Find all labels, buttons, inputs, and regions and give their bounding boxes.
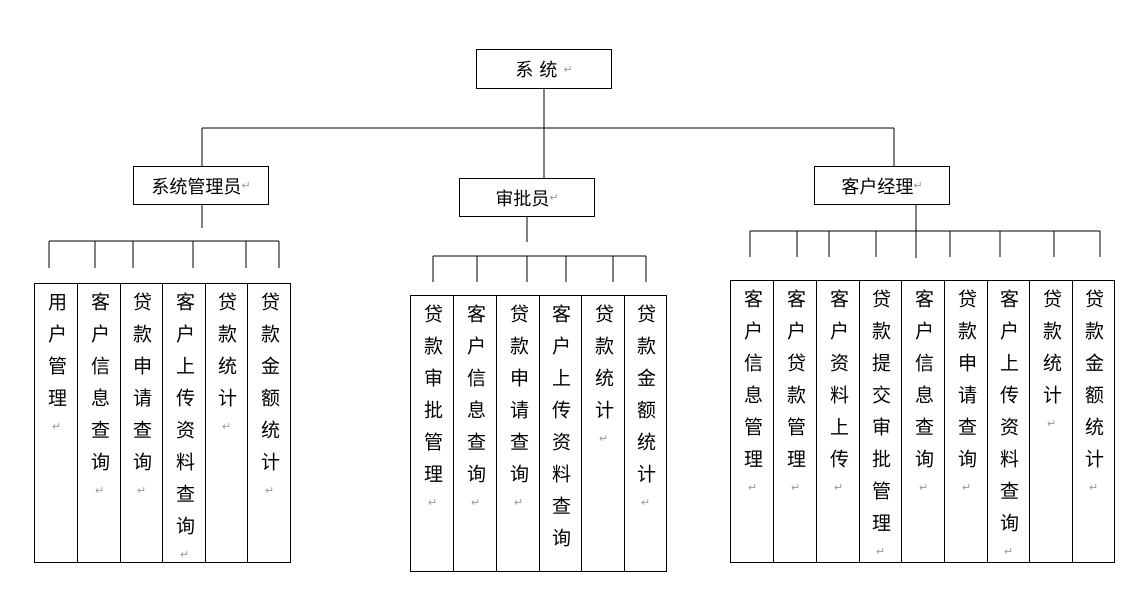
leaf-label: 客户信息查询 [912, 289, 934, 481]
paragraph-mark: ↵ [50, 420, 63, 433]
leaf-label: 贷款金额统计 [1082, 289, 1104, 481]
branch-2-node-label: 审批员 [495, 188, 550, 210]
paragraph-mark: ↵ [426, 496, 439, 509]
leaf-node: 贷款统计↵ [1029, 280, 1073, 563]
paragraph-mark: ↵ [917, 481, 930, 494]
branch-1-node-label: 系统管理员 [151, 176, 242, 198]
leaf-node: 客户资料上传↵ [816, 280, 860, 563]
leaf-label: 客户贷款管理 [784, 289, 806, 481]
paragraph-mark: ↵ [263, 484, 276, 497]
leaf-node: 贷款金额统计↵ [624, 295, 667, 572]
paragraph-mark: ↵ [469, 496, 482, 509]
leaf-label: 用户管理 [45, 292, 67, 420]
leaf-node: 贷款提交审批管理↵ [859, 280, 902, 563]
leaf-label: 贷款金额统计 [258, 292, 280, 484]
leaf-label: 客户上传资料查询 [997, 289, 1019, 545]
leaf-label: 贷款金额统计 [634, 304, 656, 496]
root-node-label: 系统 [515, 60, 564, 81]
leaf-label: 贷款申请查询 [507, 304, 529, 496]
leaf-label: 贷款审批管理 [421, 304, 443, 496]
leaf-label: 客户上传资料查询 [173, 292, 195, 548]
branch-2-node: 审批员↵ [459, 178, 595, 217]
paragraph-mark: ↵ [746, 481, 759, 494]
leaf-node: 贷款审批管理↵ [410, 295, 454, 572]
paragraph-mark: ↵ [241, 179, 251, 192]
leaf-label: 客户信息查询 [464, 304, 486, 496]
leaf-label: 贷款提交审批管理 [869, 289, 891, 545]
leaf-node: 客户信息查询↵ [901, 280, 945, 563]
paragraph-mark: ↵ [220, 420, 233, 433]
leaf-node: 贷款统计↵ [205, 283, 248, 563]
paragraph-mark: ↵ [1045, 417, 1058, 430]
leaf-node: 贷款申请查询↵ [944, 280, 988, 563]
leaf-label: 客户资料上传 [827, 289, 849, 481]
paragraph-mark: ↵ [832, 481, 845, 494]
paragraph-mark: ↵ [512, 304, 525, 317]
paragraph-mark: ↵ [93, 484, 106, 497]
leaf-label: 贷款申请查询 [955, 289, 977, 481]
leaf-node: 用户管理↵ [34, 283, 78, 563]
paragraph-mark: ↵ [597, 432, 610, 445]
leaf-label: 贷款申请查询 [130, 292, 152, 484]
leaf-node: 客户上传资料查询↵ [162, 283, 206, 563]
leaf-label: 贷款统计 [1040, 289, 1062, 417]
paragraph-mark: ↵ [960, 481, 973, 494]
paragraph-mark: ↵ [639, 496, 652, 509]
leaf-node: 客户上传资料查询↵ [987, 280, 1030, 563]
paragraph-mark: ↵ [512, 496, 525, 509]
paragraph-mark: ↵ [563, 62, 573, 76]
leaf-node: 贷款申请查询↵ [120, 283, 163, 563]
leaf-node: 贷款统计↵ [581, 295, 625, 572]
leaf-node: 客户贷款管理↵ [773, 280, 817, 563]
paragraph-mark: ↵ [1002, 545, 1015, 558]
leaf-node: 贷款金额统计↵ [247, 283, 291, 563]
paragraph-mark: ↵ [874, 545, 887, 558]
paragraph-mark: ↵ [913, 179, 923, 192]
leaf-label: 客户上传资料查询 [549, 304, 571, 560]
paragraph-mark: ↵ [178, 548, 191, 561]
leaf-label: 客户信息查询 [88, 292, 110, 484]
leaf-node: 客户信息查询↵ [453, 295, 497, 572]
leaf-node: 贷款申请查询↵ [496, 295, 540, 572]
paragraph-mark: ↵ [789, 481, 802, 494]
root-node: 系统↵ [476, 49, 612, 89]
leaf-node: 客户信息查询↵ [77, 283, 121, 563]
branch-1-node: 系统管理员↵ [133, 166, 269, 205]
branch-3-node: 客户经理↵ [814, 166, 950, 205]
leaf-node: 客户上传资料查询 ↵ [512, 295, 582, 572]
paragraph-mark: ↵ [135, 484, 148, 497]
paragraph-mark: ↵ [1087, 481, 1100, 494]
leaf-node: 贷款金额统计↵ [1072, 280, 1115, 563]
paragraph-mark: ↵ [549, 191, 559, 204]
branch-3-node-label: 客户经理 [841, 176, 914, 198]
leaf-label: 贷款统计 [215, 292, 237, 420]
leaf-label: 客户信息管理 [741, 289, 763, 481]
leaf-node: 客户信息管理↵ [730, 280, 774, 563]
leaf-label: 贷款统计 [592, 304, 614, 432]
